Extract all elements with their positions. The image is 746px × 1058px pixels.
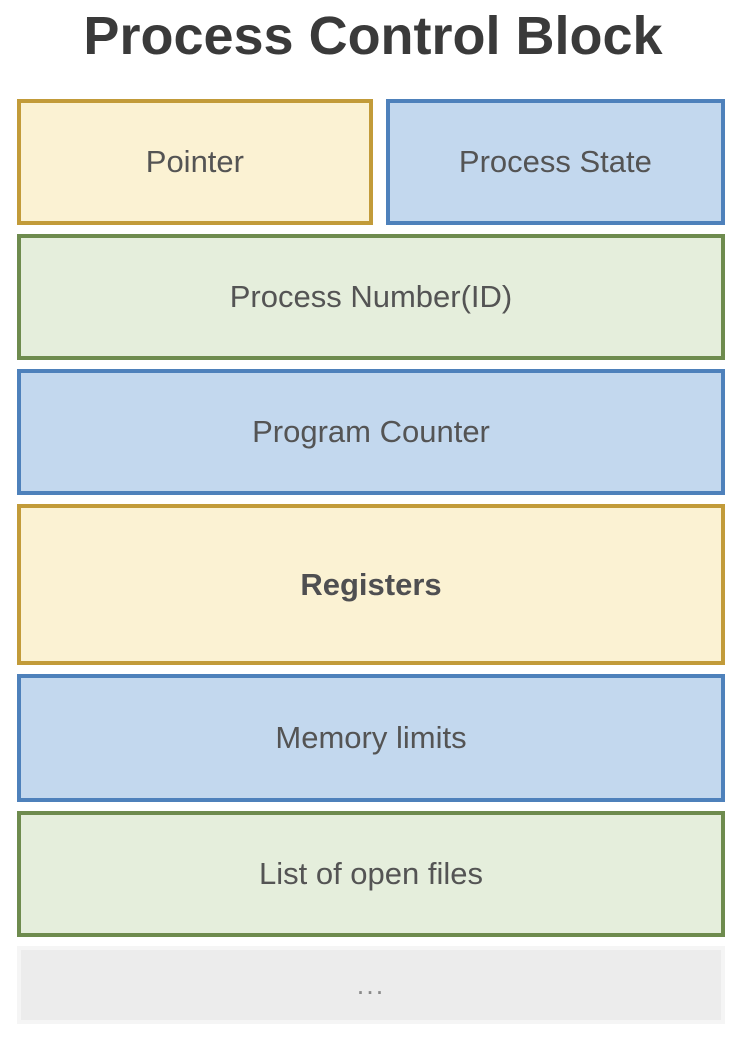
pcb-field-program-counter: Program Counter bbox=[17, 369, 725, 496]
pcb-field-registers: Registers bbox=[17, 504, 725, 666]
pcb-row: Process Number(ID) bbox=[17, 234, 725, 361]
pcb-row: Program Counter bbox=[17, 369, 725, 496]
pcb-row: List of open files bbox=[17, 811, 725, 938]
pcb-field-process-state: Process State bbox=[385, 99, 725, 226]
pcb-row: ... bbox=[17, 946, 725, 1025]
pcb-row: Memory limits bbox=[17, 674, 725, 803]
pcb-field-list-of-open-files: List of open files bbox=[17, 811, 725, 938]
pcb-field-pointer: Pointer bbox=[17, 99, 373, 226]
pcb-row: Registers bbox=[17, 504, 725, 666]
page-title: Process Control Block bbox=[83, 6, 663, 66]
pcb-field-memory-limits: Memory limits bbox=[17, 674, 725, 803]
pcb-field-ellipsis: ... bbox=[17, 946, 725, 1025]
pcb-field-process-number-id: Process Number(ID) bbox=[17, 234, 725, 361]
